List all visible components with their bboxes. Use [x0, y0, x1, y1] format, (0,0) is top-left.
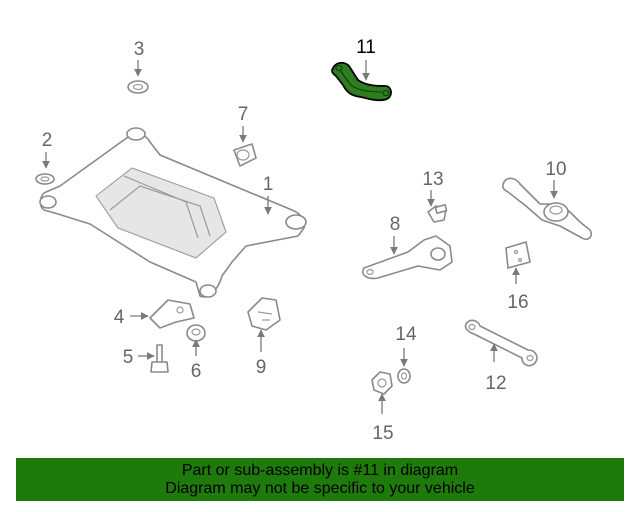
- banner-line-1: Part or sub-assembly is #11 in diagram: [181, 461, 459, 479]
- part-15-nut[interactable]: [371, 371, 393, 395]
- part-1-subframe[interactable]: [39, 127, 307, 298]
- part-13-bolt[interactable]: [427, 204, 448, 223]
- callout-leaders: [42, 60, 558, 414]
- callout-14[interactable]: 14: [395, 324, 417, 345]
- callout-10[interactable]: 10: [545, 159, 566, 180]
- callout-12[interactable]: 12: [485, 373, 506, 394]
- part-3-washer[interactable]: [127, 80, 149, 94]
- callout-11[interactable]: 11: [356, 37, 376, 58]
- callout-16[interactable]: 16: [507, 292, 528, 313]
- callout-numbers: 11 3 7 2 1 13 10 8 16 4 5 6 9 14 12 15: [42, 37, 567, 444]
- callout-3[interactable]: 3: [134, 39, 145, 60]
- parts-diagram: 11 3 7 2 1 13 10 8 16 4 5 6 9 14 12 15: [35, 37, 593, 444]
- callout-9[interactable]: 9: [256, 357, 267, 378]
- part-16-plate[interactable]: [505, 241, 531, 269]
- part-10-arm[interactable]: [502, 177, 593, 241]
- callout-4[interactable]: 4: [114, 307, 125, 328]
- part-6-bushing[interactable]: [186, 324, 206, 342]
- callout-7[interactable]: 7: [238, 104, 249, 125]
- info-banner: Part or sub-assembly is #11 in diagram D…: [16, 458, 624, 501]
- part-4-bracket[interactable]: [149, 299, 195, 329]
- callout-15[interactable]: 15: [372, 423, 393, 444]
- callout-8[interactable]: 8: [390, 214, 401, 235]
- part-7-bushing[interactable]: [233, 143, 257, 167]
- callout-13[interactable]: 13: [422, 169, 443, 190]
- callout-6[interactable]: 6: [191, 361, 202, 382]
- part-14-washer[interactable]: [397, 368, 411, 384]
- callout-2[interactable]: 2: [42, 130, 53, 151]
- part-12-link[interactable]: [464, 319, 538, 367]
- part-2-washer[interactable]: [35, 173, 55, 185]
- part-5-bolt[interactable]: [150, 344, 169, 373]
- callout-5[interactable]: 5: [123, 347, 134, 368]
- part-9-mount[interactable]: [247, 297, 281, 331]
- part-11-control-arm[interactable]: [331, 61, 392, 102]
- part-8-arm-mount[interactable]: [362, 235, 453, 280]
- banner-line-2: Diagram may not be specific to your vehi…: [165, 479, 475, 497]
- callout-1[interactable]: 1: [263, 174, 274, 195]
